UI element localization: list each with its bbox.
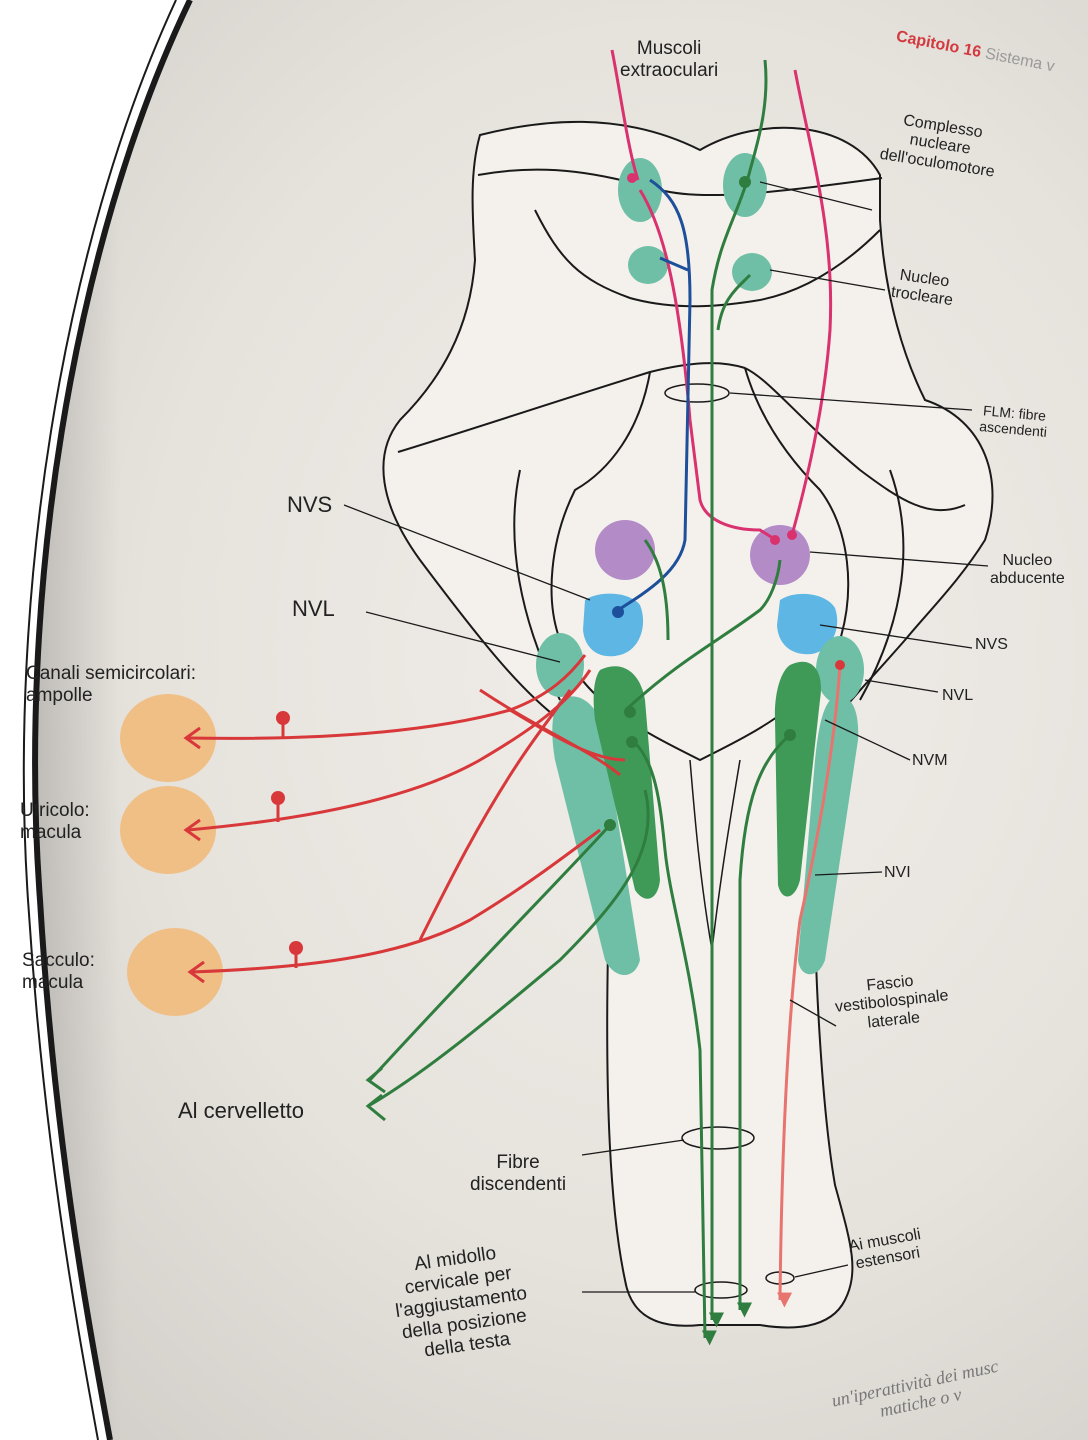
- label-utricle: Utricolo: macula: [20, 800, 90, 844]
- green-soma-2: [624, 706, 636, 718]
- ampulla-ganglion: [276, 711, 290, 725]
- label-to-cerebellum: Al cervelletto: [178, 1098, 304, 1123]
- green-to-cerebellum-1: [370, 825, 610, 1080]
- label-cervical-cord: Al midollo cervicale per l'aggiustamento…: [388, 1239, 534, 1366]
- label-abducens-nucleus: Nucleo abducente: [990, 552, 1065, 589]
- label-flm: FLM: fibre ascendenti: [979, 402, 1049, 440]
- pink-soma-1: [627, 173, 637, 183]
- label-nvl-left: NVL: [292, 596, 335, 621]
- label-nvm: NVM: [912, 752, 948, 770]
- green-soma-4: [784, 729, 796, 741]
- saccule-ganglion: [289, 941, 303, 955]
- label-nvs-left: NVS: [287, 492, 332, 517]
- label-extraocular-muscles: Muscoli extraoculari: [620, 38, 718, 82]
- label-nvi: NVI: [884, 864, 911, 882]
- afferent-cross-2: [420, 690, 570, 940]
- abducens-nucleus-left: [595, 520, 655, 580]
- trochlear-nucleus-left: [628, 246, 668, 284]
- green-soma-1: [739, 176, 751, 188]
- label-saccule: Sacculo: macula: [22, 950, 95, 994]
- blue-soma: [612, 606, 624, 618]
- label-nvl-right: NVL: [942, 687, 973, 705]
- red-soma-nvl-right: [835, 660, 845, 670]
- utricle-ganglion: [271, 791, 285, 805]
- pink-soma-3: [787, 530, 797, 540]
- green-soma-3: [626, 736, 638, 748]
- cerebellum-arrow-1: [368, 1068, 385, 1092]
- label-descending-fibres: Fibre discendenti: [470, 1152, 566, 1196]
- green-soma-5: [604, 819, 616, 831]
- label-semicircular-canals: Canali semicircolari: ampolle: [26, 663, 196, 707]
- pink-soma-2: [770, 535, 780, 545]
- label-nvs-right: NVS: [975, 636, 1008, 654]
- abducens-nucleus-right: [750, 525, 810, 585]
